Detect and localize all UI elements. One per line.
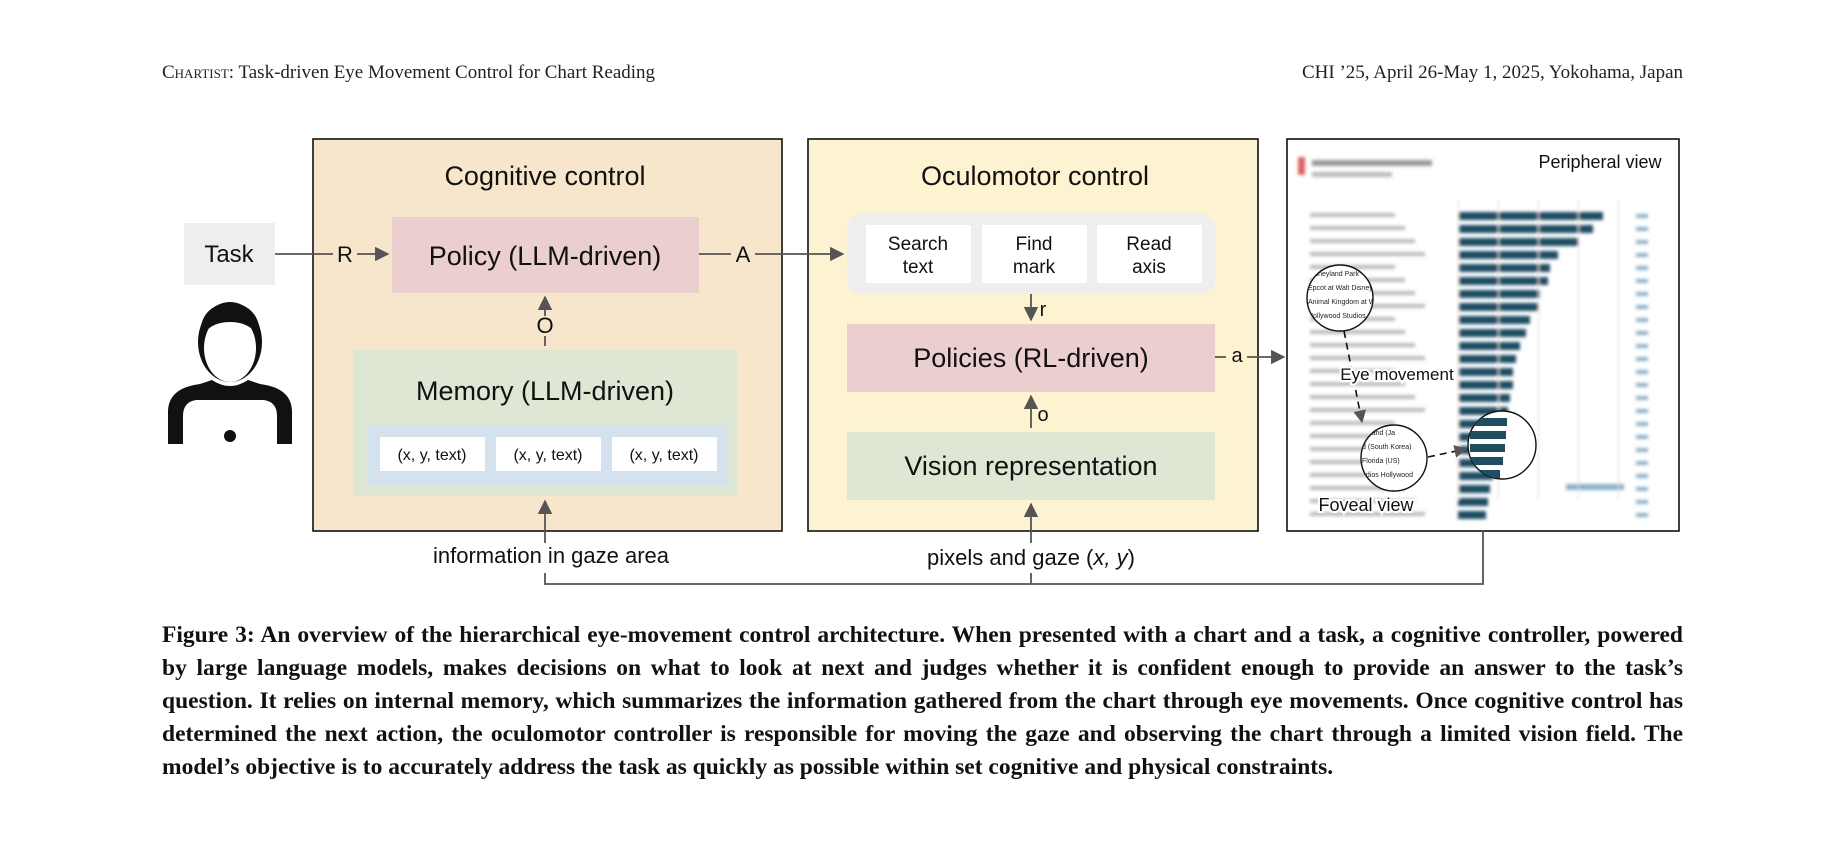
skill-label: Search [888,234,948,255]
pixels-vars: x, y [1092,545,1129,570]
fovea-label: Animal Kingdom at W [1308,299,1376,306]
oculomotor-control-title: Oculomotor control [921,161,1149,191]
memory-item-text: (x, y, text) [629,447,698,464]
fovea-circle-bars [1467,410,1537,480]
arrow-label-o: o [1037,404,1048,426]
fovea-label: Disneyland Park [1308,271,1359,278]
fovea-label: Hollywood Studios [1308,313,1366,320]
skill-label: Find [1016,234,1053,255]
fovea-label: e Land (Ja [1362,430,1395,437]
eye-movement-label: Eye movement [1340,365,1454,384]
pixels-and-gaze-label: pixels and gaze (x, y) [927,545,1135,570]
skill-label: axis [1132,257,1166,278]
fovea-label: Epcot at Walt Disney [1308,285,1373,292]
feedback-line [544,531,1484,585]
paper-name: Chartist [162,62,229,83]
foveal-view-label: Foveal view [1318,495,1414,515]
arrow-label-O: O [536,313,553,338]
fovea-label: udios Hollywood [1362,472,1413,479]
fovea-circle-bottom: e Land (Ja d (South Korea) Florida (US) … [1360,424,1428,492]
policies-rl-label: Policies (RL-driven) [913,343,1149,373]
information-in-gaze-area-label: information in gaze area [433,543,670,568]
memory-item [612,437,717,471]
pixels-prefix: pixels and gaze ( [927,545,1094,570]
skill-label: Read [1126,234,1171,255]
fovea-label: Florida (US) [1362,458,1400,465]
task-label: Task [204,241,254,268]
fovea-label: d (South Korea) [1362,444,1411,451]
pixels-suffix: ) [1128,545,1135,570]
skill-search-text [866,225,971,283]
memory-item-text: (x, y, text) [397,447,466,464]
paper-subtitle: : Task-driven Eye Movement Control for C… [228,62,656,83]
arrow-label-a: a [1231,345,1243,367]
task-box [184,223,275,285]
running-header-venue: CHI ’25, April 26-May 1, 2025, Yokohama,… [1301,62,1683,83]
vision-representation-label: Vision representation [904,451,1157,481]
policy-llm-box [392,217,699,293]
memory-label: Memory (LLM-driven) [416,376,674,406]
fovea-circle-top: Disneyland Park Epcot at Walt Disney Ani… [1306,264,1376,332]
memory-item [380,437,485,471]
arrow-label-R: R [337,242,353,267]
policy-llm-label: Policy (LLM-driven) [429,241,662,271]
arrow-label-r: r [1040,299,1047,321]
cognitive-control-title: Cognitive control [444,161,645,191]
peripheral-view-label: Peripheral view [1538,152,1662,172]
figure-caption: Figure 3: An overview of the hierarchica… [162,622,1683,780]
memory-item-text: (x, y, text) [513,447,582,464]
saccade-arrow-2 [1427,445,1468,458]
memory-item [496,437,601,471]
policies-rl-box [847,324,1215,392]
running-header-title: Chartist: Task-driven Eye Movement Contr… [162,62,655,84]
arrow-label-A: A [736,242,751,267]
architecture-figure: Task Cognitive control Policy (LLM-drive… [168,138,1680,585]
saccade-arrow-1 [1343,330,1367,424]
skill-label: text [903,257,934,278]
skill-label: mark [1013,257,1056,278]
skill-find-mark [982,225,1087,283]
vision-representation-box [847,432,1215,500]
person-icon [168,302,292,445]
skill-read-axis [1097,225,1202,283]
